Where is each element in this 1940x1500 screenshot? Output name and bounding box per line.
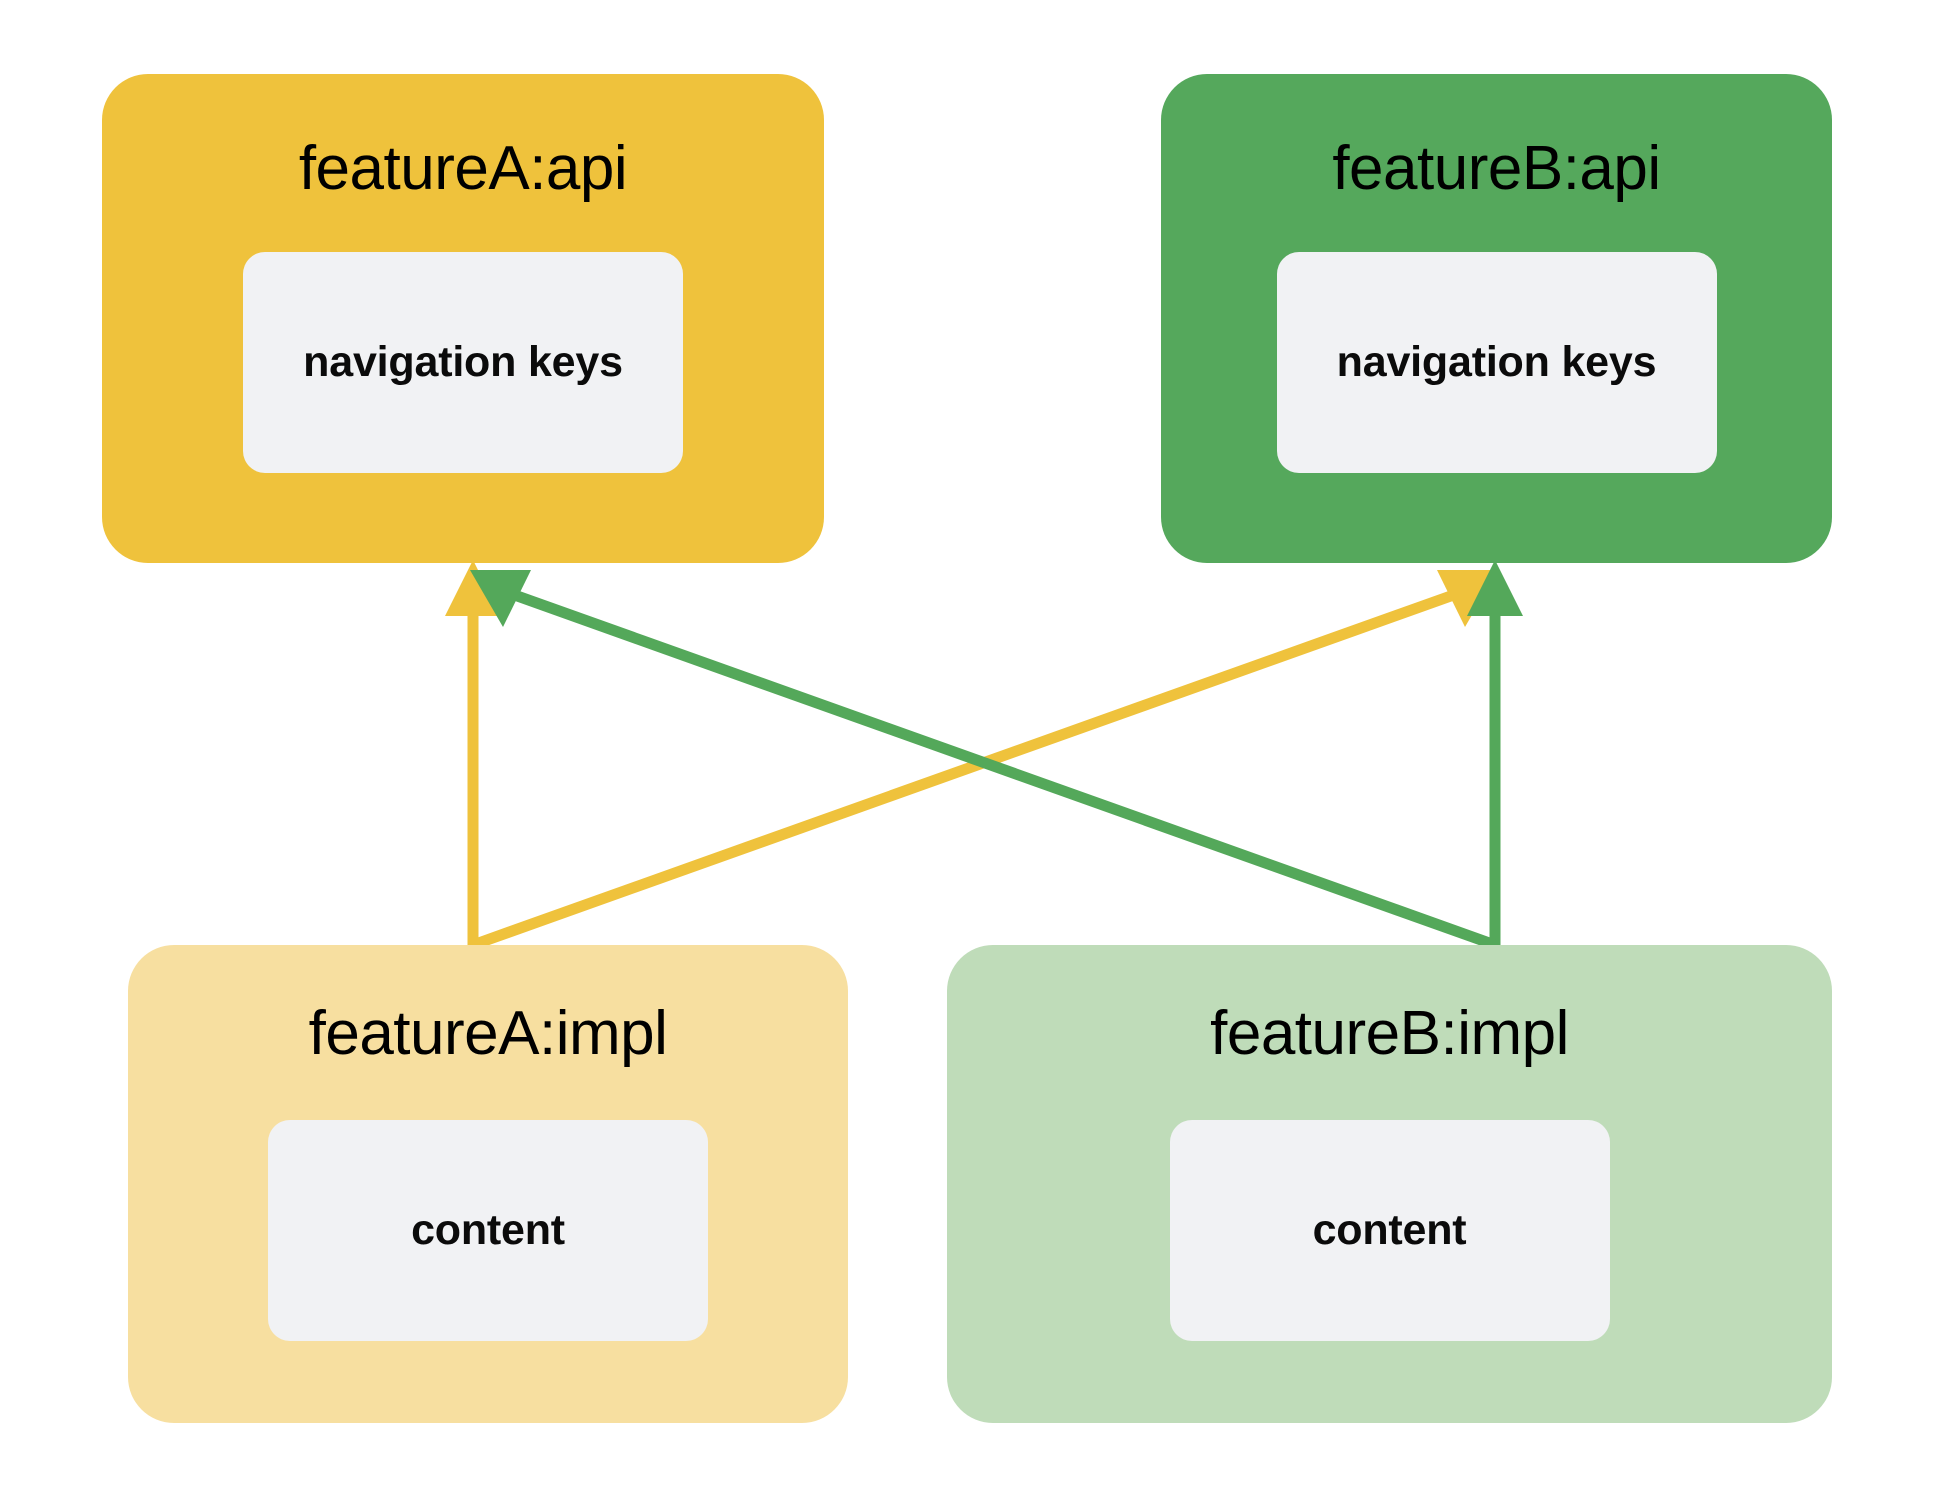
edge-featureB-impl-to-featureA-api <box>470 570 1497 951</box>
node-featureB-api[interactable]: featureB:api navigation keys <box>1161 74 1832 563</box>
chip-content[interactable]: content <box>1169 1120 1610 1341</box>
node-title: featureA:api <box>298 134 628 203</box>
node-title: featureB:impl <box>1210 999 1569 1068</box>
chip-label: content <box>1312 1206 1467 1254</box>
chip-navigation-keys[interactable]: navigation keys <box>1276 252 1717 473</box>
chip-navigation-keys[interactable]: navigation keys <box>243 252 683 473</box>
node-title: featureB:api <box>1332 134 1661 203</box>
node-featureA-impl[interactable]: featureA:impl content <box>128 945 848 1423</box>
chip-content[interactable]: content <box>268 1120 708 1341</box>
chip-label: navigation keys <box>303 338 623 386</box>
chip-label: content <box>411 1206 565 1254</box>
edge-featureA-impl-to-featureA-api <box>445 560 501 945</box>
edge-featureA-impl-to-featureB-api <box>471 570 1498 951</box>
edge-featureB-impl-to-featureB-api <box>1467 560 1523 945</box>
chip-label: navigation keys <box>1336 338 1657 386</box>
node-title: featureA:impl <box>308 999 668 1068</box>
node-featureB-impl[interactable]: featureB:impl content <box>947 945 1832 1423</box>
node-featureA-api[interactable]: featureA:api navigation keys <box>102 74 824 563</box>
